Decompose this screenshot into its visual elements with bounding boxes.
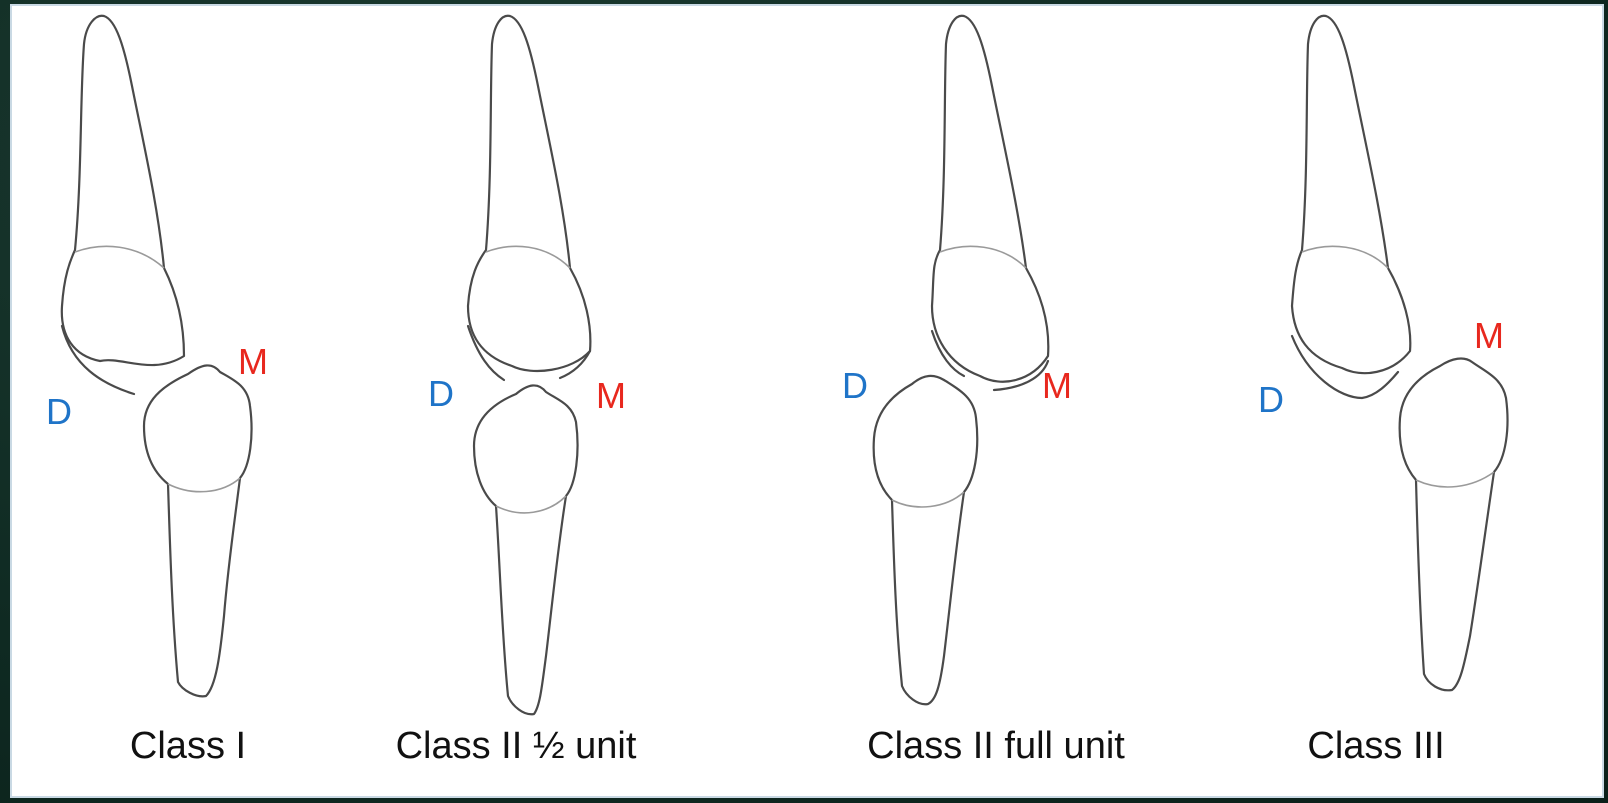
upper-canine xyxy=(930,14,1050,383)
upper-cej-line xyxy=(939,245,1027,269)
class-caption: Class I xyxy=(130,725,246,767)
lower-canine xyxy=(872,374,979,706)
class-ii-half-unit-group: D M Class II ½ unit xyxy=(396,14,637,767)
lower-cej-line xyxy=(891,491,965,508)
diagram-panel: D M Class I D M Class II ½ unit xyxy=(10,4,1604,798)
class-caption: Class III xyxy=(1307,725,1444,767)
mesial-label: M xyxy=(1042,365,1072,406)
class-caption: Class II full unit xyxy=(867,725,1125,767)
upper-cej-line xyxy=(74,245,165,269)
lower-cej-line xyxy=(167,477,241,493)
class-i-group: D M Class I xyxy=(46,14,268,767)
class-caption: Class II ½ unit xyxy=(396,725,637,767)
distal-label: D xyxy=(1258,379,1284,420)
upper-canine xyxy=(466,14,592,373)
upper-distal-contour xyxy=(930,329,966,378)
class-iii-group: D M Class III xyxy=(1258,14,1509,767)
upper-mesial-contour xyxy=(558,349,592,380)
mesial-label: M xyxy=(238,341,268,382)
lower-canine xyxy=(1398,357,1509,692)
distal-label: D xyxy=(46,391,72,432)
class-ii-full-unit-group: D M Class II full unit xyxy=(842,14,1125,767)
distal-label: D xyxy=(842,365,868,406)
distal-label: D xyxy=(428,373,454,414)
lower-cej-line xyxy=(1415,471,1495,488)
upper-cej-line xyxy=(1301,245,1389,269)
upper-distal-contour xyxy=(466,324,506,382)
upper-mesial-contour xyxy=(992,359,1050,392)
upper-mesial-contour xyxy=(1290,334,1400,400)
mesial-label: M xyxy=(1474,315,1504,356)
lower-canine xyxy=(142,364,253,698)
upper-cej-line xyxy=(485,245,571,269)
lower-cej-line xyxy=(495,495,567,514)
mesial-label: M xyxy=(596,375,626,416)
upper-distal-contour xyxy=(60,324,136,396)
upper-canine xyxy=(1290,14,1412,375)
molar-relationship-diagram: D M Class I D M Class II ½ unit xyxy=(46,14,1509,767)
upper-canine xyxy=(60,14,186,367)
lower-canine xyxy=(472,384,579,716)
